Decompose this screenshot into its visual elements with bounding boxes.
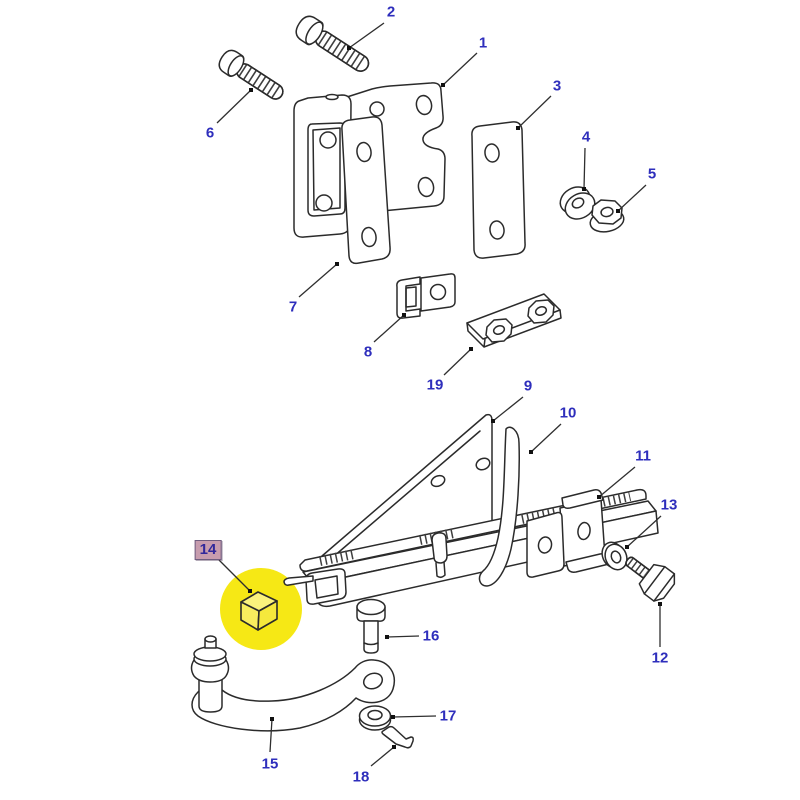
part-19-nut-plate[interactable] xyxy=(466,293,562,348)
part-4-spacer[interactable] xyxy=(556,182,600,224)
part-label-6[interactable]: 6 xyxy=(205,124,215,142)
part-label-7[interactable]: 7 xyxy=(288,298,298,316)
part-16-clevis-pin[interactable] xyxy=(356,598,386,654)
part-3-packing-plate[interactable] xyxy=(471,121,526,259)
part-label-19[interactable]: 19 xyxy=(426,376,444,394)
leader-lines xyxy=(216,22,662,767)
part-17-washer[interactable] xyxy=(358,705,392,731)
part-label-10[interactable]: 10 xyxy=(559,404,577,422)
part-label-8[interactable]: 8 xyxy=(363,343,373,361)
part-label-1[interactable]: 1 xyxy=(478,34,488,52)
part-14-cube[interactable] xyxy=(240,591,278,631)
part-8-clip-nut[interactable] xyxy=(396,273,456,319)
part-label-2[interactable]: 2 xyxy=(386,3,396,21)
part-label-12[interactable]: 12 xyxy=(651,649,669,667)
part-6-screw[interactable] xyxy=(216,47,289,106)
hinge-frame-block[interactable] xyxy=(293,93,352,238)
part-label-9[interactable]: 9 xyxy=(523,377,533,395)
part-15-roller-arm[interactable] xyxy=(190,635,395,732)
part-12-hex-bolt[interactable] xyxy=(617,546,679,604)
part-label-14-selected[interactable]: 14 xyxy=(194,540,222,560)
part-label-16[interactable]: 16 xyxy=(422,627,440,645)
part-13-washer[interactable] xyxy=(598,539,630,573)
part-label-3[interactable]: 3 xyxy=(552,77,562,95)
part-10-curved-strap[interactable] xyxy=(478,426,520,587)
part-18-split-pin[interactable] xyxy=(381,725,414,749)
part-label-15[interactable]: 15 xyxy=(261,755,279,773)
part-label-4[interactable]: 4 xyxy=(581,128,591,146)
part-label-13[interactable]: 13 xyxy=(660,496,678,514)
part-label-11[interactable]: 11 xyxy=(635,447,651,465)
part-label-18[interactable]: 18 xyxy=(352,768,370,786)
part-2-screw[interactable] xyxy=(292,12,374,78)
part-label-17[interactable]: 17 xyxy=(439,707,457,725)
part-7-strap-plate[interactable] xyxy=(341,116,391,265)
part-11-channel-bracket[interactable] xyxy=(526,489,610,578)
part-label-5[interactable]: 5 xyxy=(647,165,657,183)
part-5-flange-nut[interactable] xyxy=(588,199,626,235)
